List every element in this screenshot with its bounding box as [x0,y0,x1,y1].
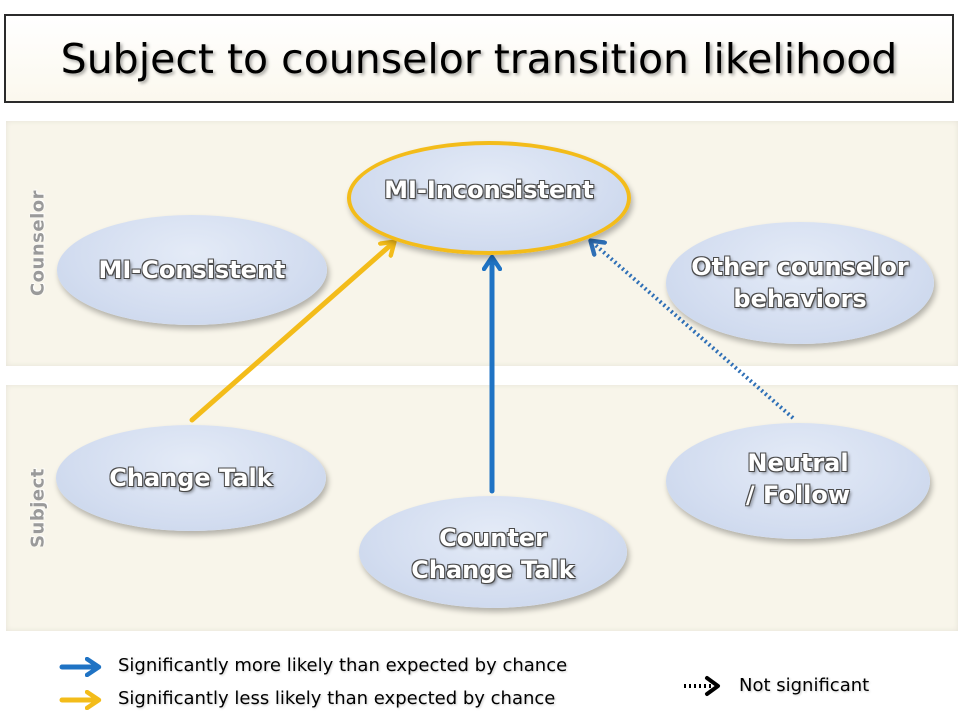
legend-not-significant-arrowhead [705,676,720,696]
node-other-counselor-behaviors-label: Other counselor behaviors [691,253,909,313]
node-counter-change-talk: Counter Change Talk [359,496,627,608]
node-mi-inconsistent-label: MI-Inconsistent [384,176,594,204]
node-mi-consistent-label: MI-Consistent [98,256,286,284]
legend-less-likely-label: Significantly less likely than expected … [118,688,556,709]
node-change-talk: Change Talk [56,425,326,531]
legend-more-likely-label: Significantly more likely than expected … [118,655,568,676]
node-neutral-follow-label: Neutral / Follow [745,449,851,509]
node-other-counselor-behaviors: Other counselor behaviors [666,222,934,344]
arrow-change-talk-to-mi-inconsistent [189,243,393,423]
node-mi-inconsistent: MI-Inconsistent [347,141,631,255]
node-change-talk-label: Change Talk [109,464,273,492]
node-mi-consistent: MI-Consistent [57,215,327,325]
node-neutral-follow: Neutral / Follow [666,423,930,539]
legend-not-significant-label: Not significant [739,675,870,696]
page-title: Subject to counselor transition likeliho… [60,34,898,83]
node-counter-change-talk-label: Counter Change Talk [411,524,575,584]
title-box: Subject to counselor transition likeliho… [4,14,954,103]
